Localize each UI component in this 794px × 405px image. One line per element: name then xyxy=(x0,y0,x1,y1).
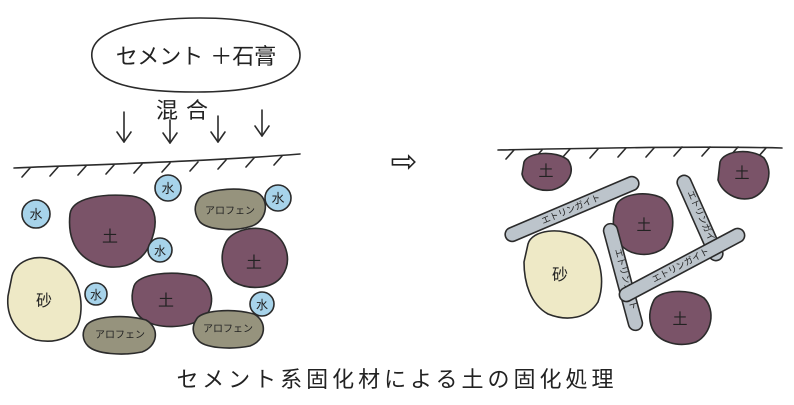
sand-particle: 砂 xyxy=(7,256,82,342)
down-arrow-icon xyxy=(116,111,132,143)
svg-text:砂: 砂 xyxy=(36,291,52,310)
soil-particle: 土 xyxy=(521,152,572,192)
soil-particle: 土 xyxy=(717,150,770,200)
water-droplet: 水 xyxy=(147,237,173,263)
soil-particle: 土 xyxy=(68,194,156,268)
down-arrow-icon xyxy=(210,115,226,143)
svg-text:水: 水 xyxy=(161,182,174,197)
svg-text:エトリンガイト: エトリンガイト xyxy=(650,246,711,285)
down-arrow-icon xyxy=(254,109,270,137)
svg-text:土: 土 xyxy=(672,310,687,328)
ground-surface-left xyxy=(13,153,301,178)
svg-text:土: 土 xyxy=(246,253,262,272)
water-droplet: 水 xyxy=(84,282,108,306)
soil-particle: 土 xyxy=(221,227,289,289)
svg-text:エトリンガイト: エトリンガイト xyxy=(540,192,602,227)
svg-text:アロフェン: アロフェン xyxy=(203,324,253,335)
svg-text:水: 水 xyxy=(29,208,42,223)
caption: セメント系固化材による土の固化処理 xyxy=(176,368,618,393)
allophane-particle: アロフェン xyxy=(82,315,157,355)
svg-text:アロフェン: アロフェン xyxy=(95,330,145,341)
svg-text:砂: 砂 xyxy=(552,265,568,284)
svg-text:水: 水 xyxy=(256,298,268,312)
svg-text:水: 水 xyxy=(154,244,166,258)
water-droplet: 水 xyxy=(21,199,51,229)
sand-particle: 砂 xyxy=(523,230,603,319)
cement-gypsum-bubble: セメント ＋石膏 xyxy=(91,17,301,93)
soil-particle: 土 xyxy=(612,193,674,256)
bubble-label: セメント ＋石膏 xyxy=(116,45,277,70)
down-arrows xyxy=(116,109,270,144)
soil-particle: 土 xyxy=(649,290,712,346)
mix-label: 混合 xyxy=(156,99,216,124)
svg-text:土: 土 xyxy=(734,164,749,182)
water-droplet: 水 xyxy=(154,174,182,202)
svg-text:土: 土 xyxy=(158,291,174,310)
down-arrow-icon xyxy=(162,119,178,144)
svg-text:水: 水 xyxy=(90,288,102,302)
svg-text:土: 土 xyxy=(102,227,118,246)
svg-text:アロフェン: アロフェン xyxy=(205,206,255,217)
svg-text:水: 水 xyxy=(271,192,284,207)
water-droplet: 水 xyxy=(249,291,275,317)
water-droplet: 水 xyxy=(264,184,292,212)
allophane-particle: アロフェン xyxy=(192,309,265,349)
svg-text:土: 土 xyxy=(636,216,651,234)
svg-text:土: 土 xyxy=(538,162,553,180)
allophane-particle: アロフェン xyxy=(194,188,267,231)
transition-arrow-icon: ⇨ xyxy=(391,142,418,180)
